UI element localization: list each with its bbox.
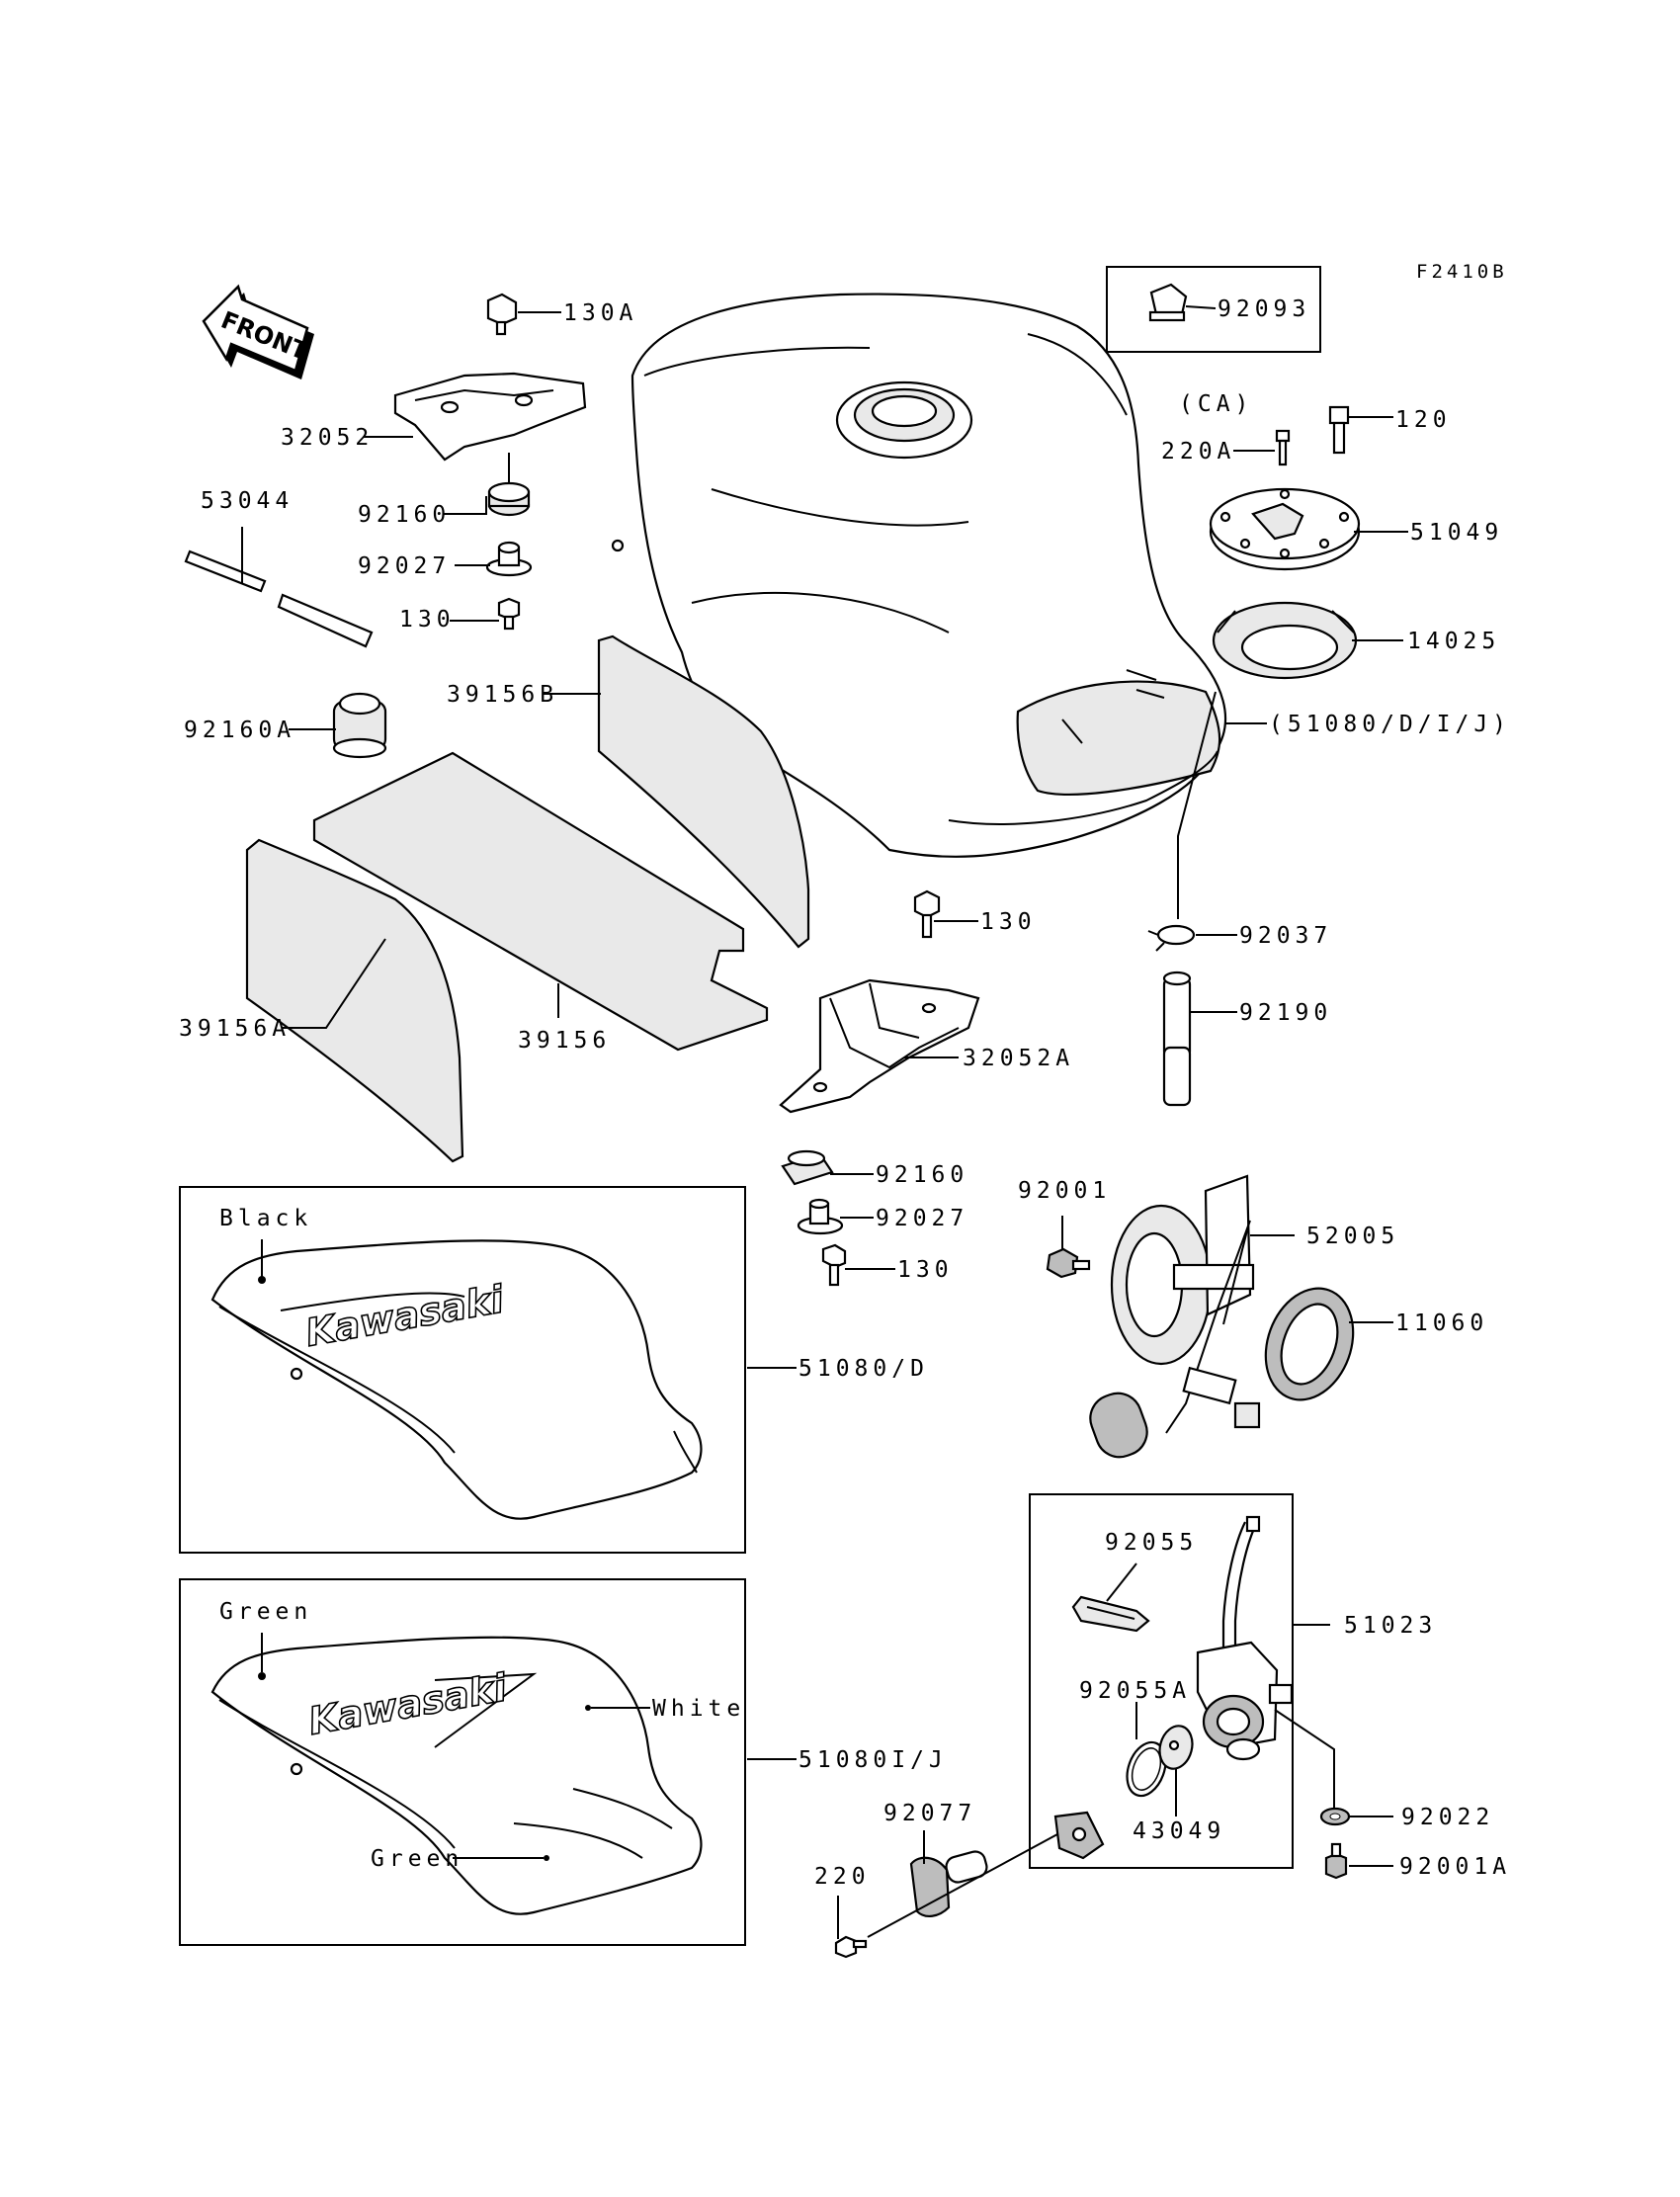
label-43049: 43049 [1133, 1818, 1225, 1844]
label-220: 220 [814, 1864, 871, 1890]
label-51080-dij: (51080/D/I/J) [1269, 712, 1511, 737]
part-labels: 130A 32052 92160 92027 130 53044 39156B … [179, 296, 1511, 1890]
bolt-130-upper [497, 597, 521, 631]
pad-39156a [245, 838, 464, 1163]
strip-53044 [184, 549, 374, 648]
label-92037: 92037 [1239, 923, 1332, 949]
label-92190: 92190 [1239, 1000, 1332, 1026]
bolt-120 [1328, 405, 1350, 455]
color-black-label: Black [219, 1206, 312, 1231]
gasket-14025 [1212, 601, 1358, 680]
bracket-32052a [779, 978, 980, 1114]
label-220a: 220A [1161, 439, 1235, 465]
bolt-130a [486, 293, 518, 336]
decal-51080-ij: Kawasaki [210, 1636, 703, 1915]
label-52005: 52005 [1306, 1224, 1399, 1249]
label-130-lower: 130 [897, 1257, 954, 1283]
bolt-220a [1275, 429, 1291, 466]
label-51049: 51049 [1410, 520, 1503, 546]
label-130-upper: 130 [399, 607, 456, 633]
fuel-cock-51023 [1196, 1515, 1294, 1761]
label-92160-lower: 92160 [876, 1162, 968, 1188]
clamp-92037 [1147, 924, 1196, 952]
label-130a: 130A [563, 300, 637, 326]
label-32052a: 32052A [963, 1046, 1074, 1071]
label-120: 120 [1395, 407, 1452, 433]
damper-92160-upper [487, 481, 531, 517]
collar-92027-upper [485, 541, 533, 577]
label-51023: 51023 [1344, 1613, 1437, 1639]
pad-39156b [597, 634, 810, 949]
label-92160-upper: 92160 [358, 502, 451, 528]
damper-92160a [332, 692, 387, 759]
fuel-cock-box [1029, 1493, 1294, 1869]
seal-43049 [1158, 1725, 1194, 1770]
label-130-mid: 130 [980, 909, 1037, 935]
variant-ca-box [1106, 266, 1321, 353]
bracket-32052 [393, 372, 587, 462]
label-39156b: 39156B [447, 682, 558, 708]
label-92027-lower: 92027 [876, 1206, 968, 1231]
cap-nut-92093 [1148, 283, 1188, 322]
label-39156a: 39156A [179, 1016, 291, 1042]
damper-92160-lower [781, 1149, 834, 1186]
label-53044: 53044 [201, 488, 294, 514]
bolt-92001 [1046, 1247, 1091, 1279]
label-32052: 32052 [281, 425, 374, 451]
front-arrow: FRONT [202, 284, 314, 380]
fuel-tank [611, 293, 1227, 858]
label-ca-code: (CA) [1179, 391, 1253, 417]
label-panel-51080-ij: 51080I/J [798, 1747, 948, 1773]
panel-51080-ij [179, 1578, 746, 1946]
label-92160a: 92160A [184, 718, 295, 743]
decal-51080-d: Kawasaki [210, 1239, 703, 1520]
label-11060: 11060 [1395, 1310, 1488, 1336]
label-panel-51080-d: 51080/D [798, 1356, 929, 1382]
gasket-11060 [1264, 1287, 1355, 1401]
figure-code: F2410B [1416, 261, 1508, 283]
pad-39156 [312, 751, 769, 1052]
screw-220 [834, 1935, 868, 1959]
collar-92027-lower [797, 1198, 844, 1235]
bolt-92001a [1324, 1842, 1348, 1880]
hose-92190 [1162, 971, 1192, 1107]
panel-51080-d [179, 1186, 746, 1554]
fuel-pump-52005 [1089, 1174, 1261, 1459]
fuel-cap [1209, 487, 1361, 571]
label-92077: 92077 [883, 1801, 976, 1826]
label-92001: 92001 [1018, 1178, 1111, 1204]
color-green-label-2: Green [371, 1846, 463, 1872]
label-92022: 92022 [1401, 1805, 1494, 1830]
label-92093: 92093 [1218, 296, 1310, 322]
washer-92022 [1319, 1807, 1351, 1826]
o-ring-92055a [1126, 1740, 1167, 1798]
label-92055a: 92055A [1079, 1678, 1191, 1704]
label-92027-upper: 92027 [358, 553, 451, 579]
label-92055: 92055 [1105, 1530, 1198, 1556]
lever-92077 [909, 1811, 1105, 1917]
color-green-label-1: Green [219, 1599, 312, 1625]
bolt-130-mid [913, 889, 941, 939]
gasket-92055 [1071, 1595, 1150, 1633]
label-39156: 39156 [518, 1028, 611, 1054]
bolt-130-lower [821, 1243, 847, 1287]
label-14025: 14025 [1407, 629, 1500, 654]
label-92001a: 92001A [1399, 1854, 1511, 1880]
color-white-label: White [652, 1696, 745, 1722]
leader-lines [241, 305, 1408, 1939]
